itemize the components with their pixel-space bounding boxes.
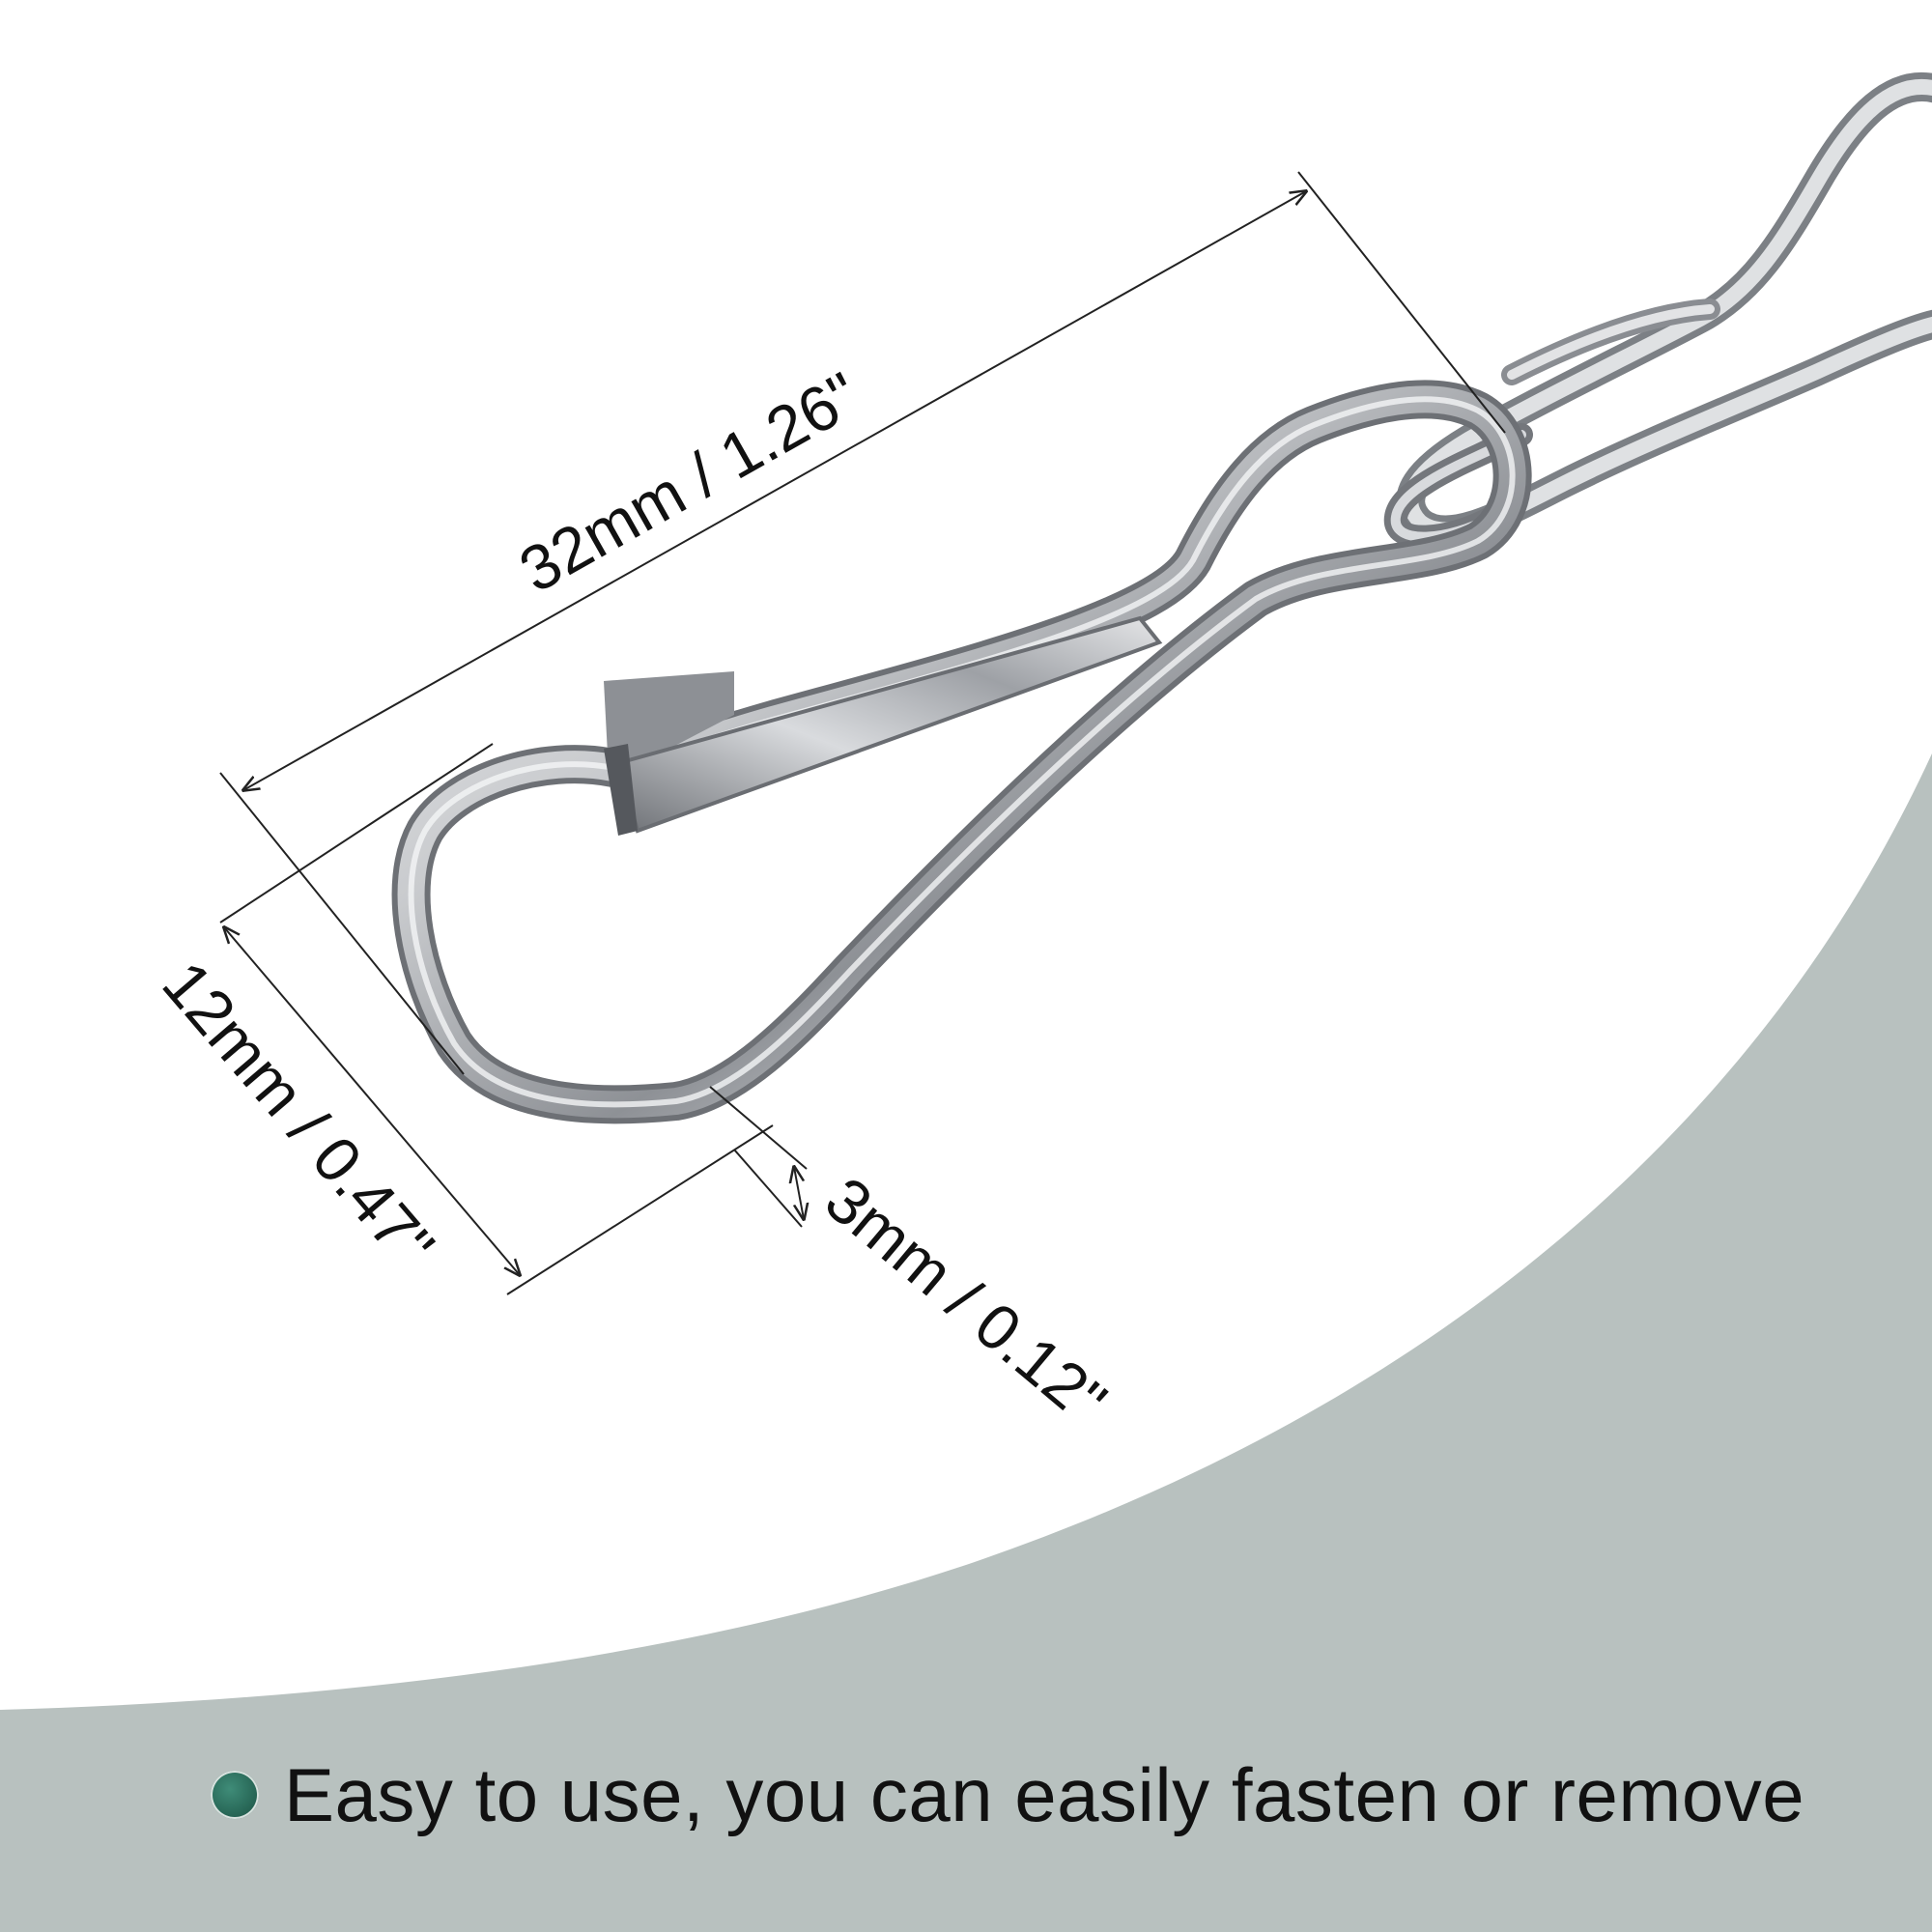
width-dimension [219, 743, 774, 1295]
length-dimension-label: 32mm / 1.26" [507, 358, 870, 607]
feature-caption: Easy to use, you can easily fasten or re… [211, 1747, 1804, 1843]
thickness-dimension [709, 1086, 807, 1228]
chain-link [1383, 71, 1932, 549]
thickness-dimension-label: 3mm / 0.12" [812, 1163, 1120, 1437]
caption-text: Easy to use, you can easily fasten or re… [284, 1751, 1805, 1837]
background-curved-panel [0, 753, 1932, 1932]
width-dimension-label: 12mm / 0.47" [149, 948, 448, 1281]
circle-bullet-icon [211, 1771, 259, 1819]
